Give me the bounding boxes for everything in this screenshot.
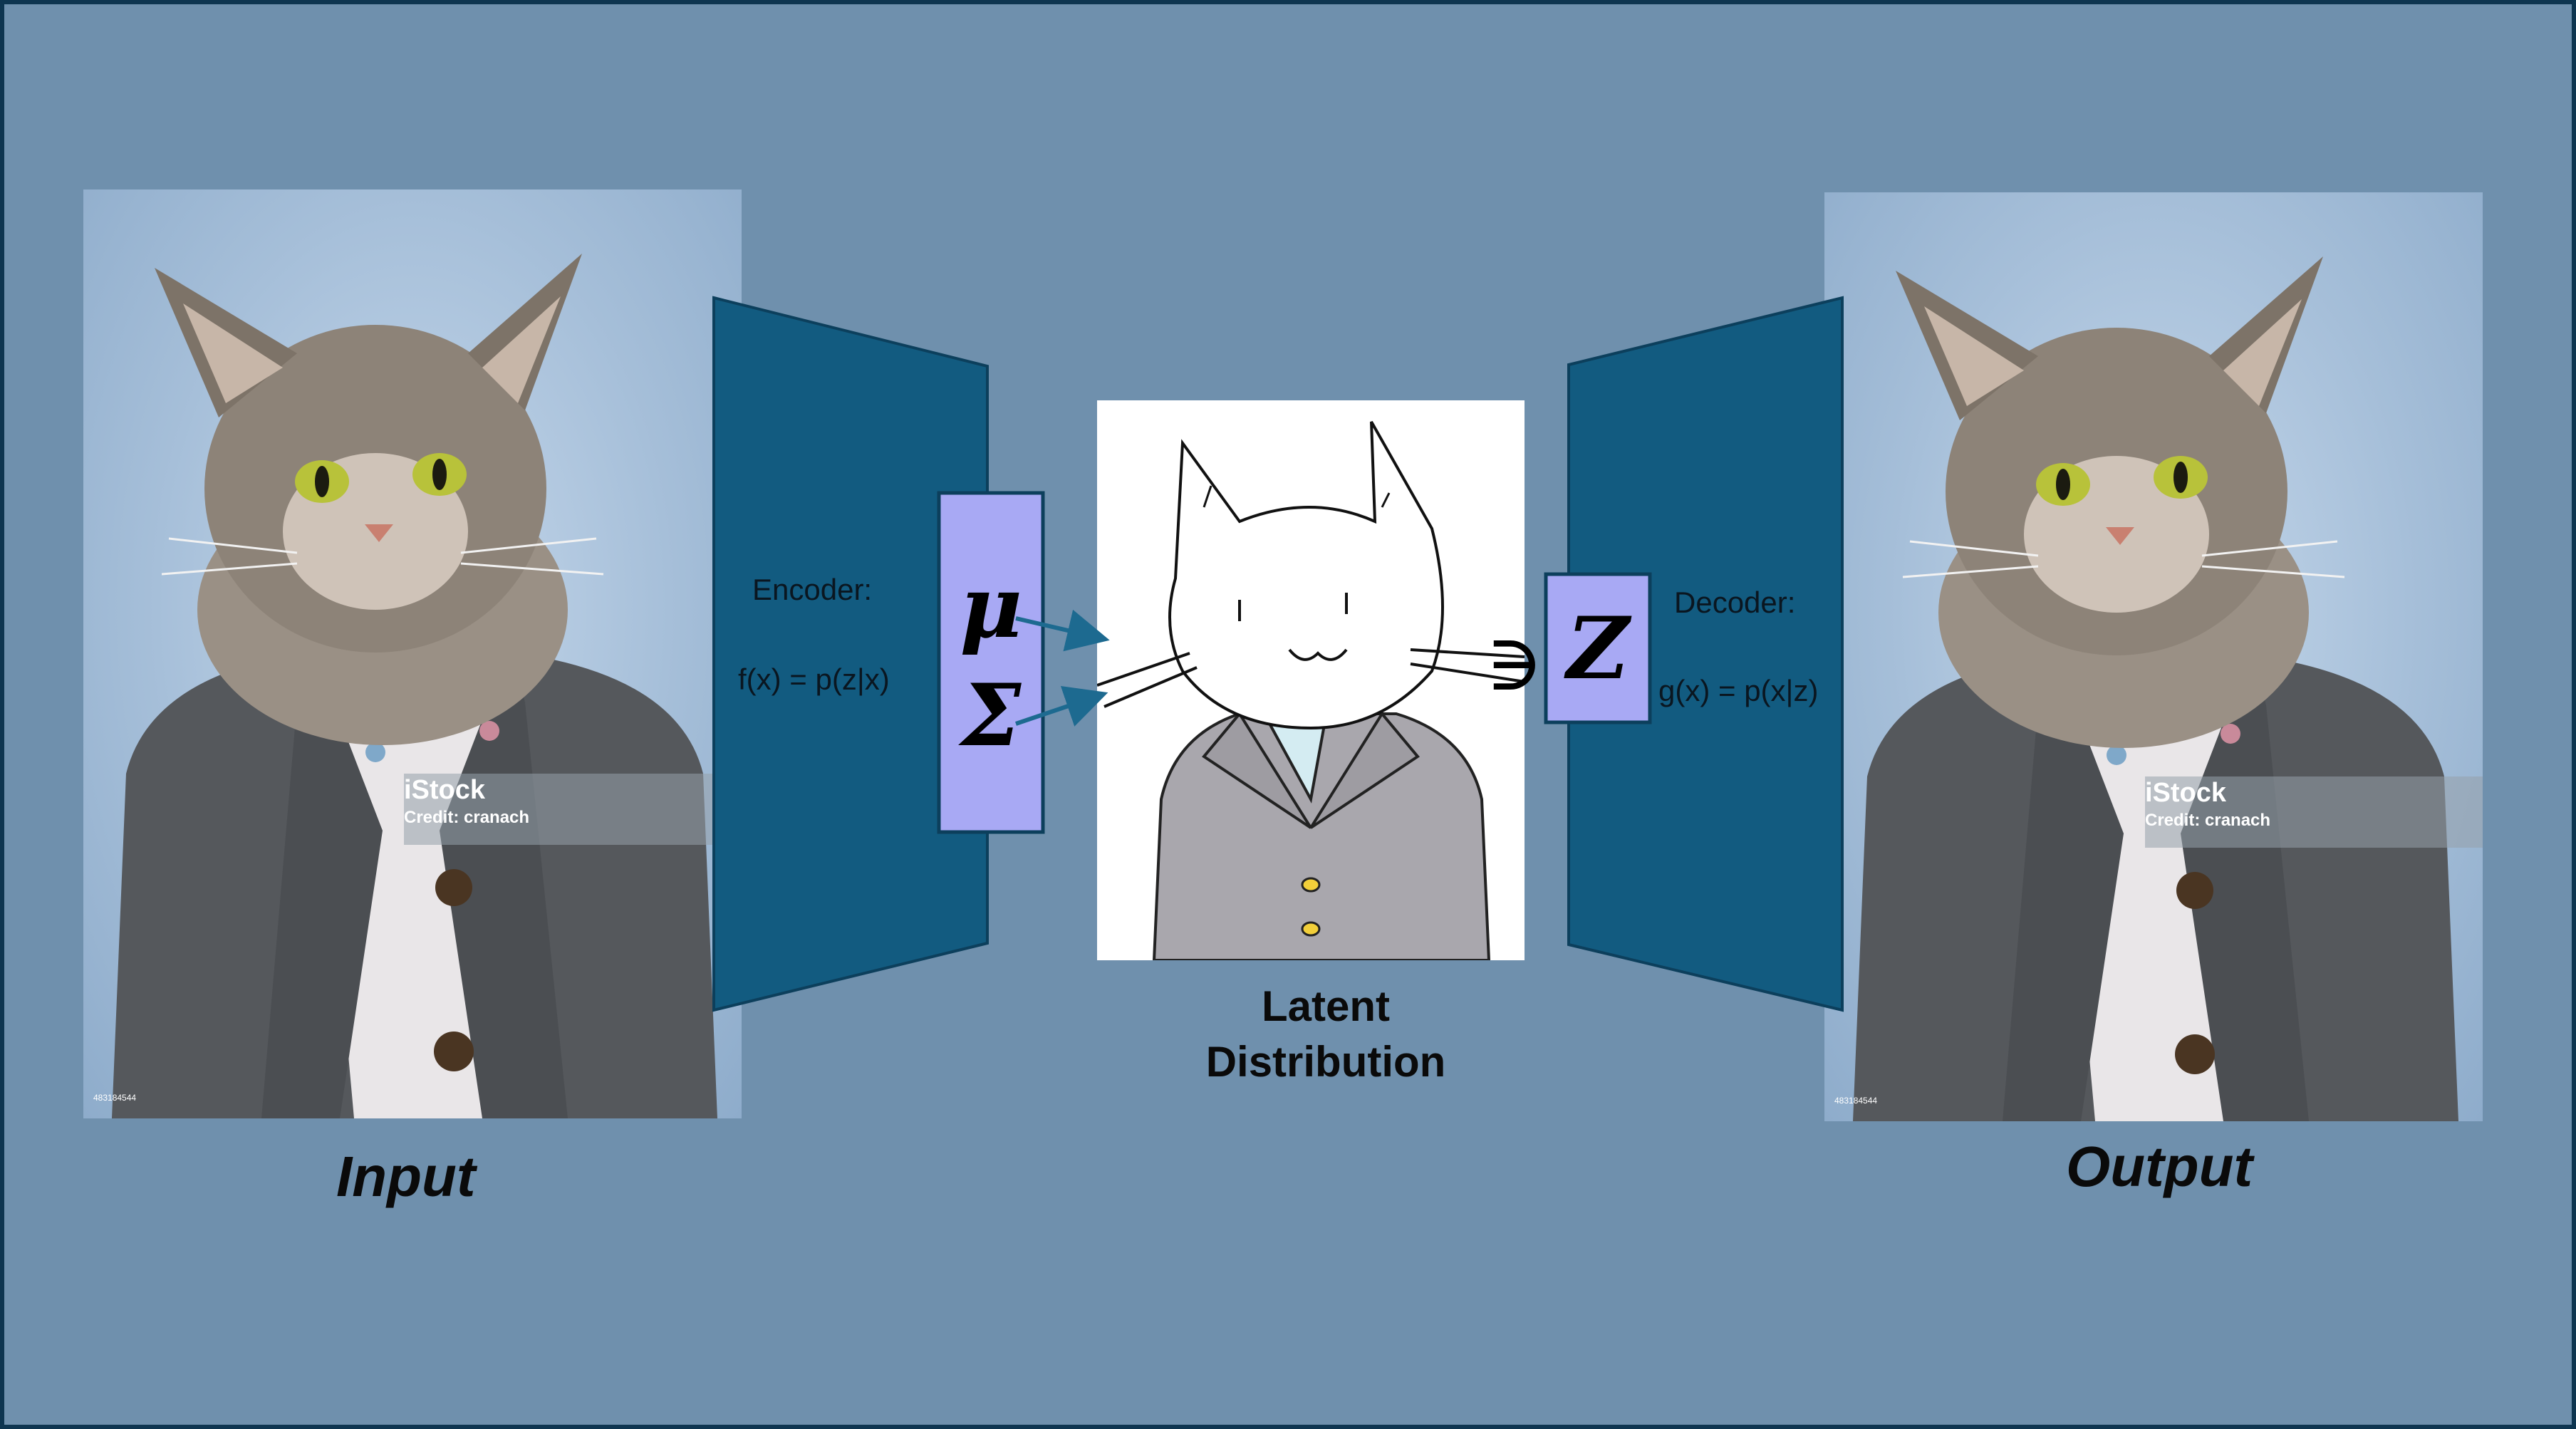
sigma-arrow-icon <box>1015 685 1108 727</box>
watermark-brand: iStock <box>2145 778 2227 808</box>
input-label: Input <box>336 1145 476 1208</box>
mu-sigma-box <box>937 491 1045 834</box>
output-label: Output <box>2066 1135 2253 1198</box>
cat-photo-illustration <box>112 254 717 1118</box>
z-box <box>1544 572 1652 724</box>
decoder-title: Decoder: <box>1674 586 1796 619</box>
vae-diagram: μ Σ Z ∋ <box>712 296 1844 1012</box>
watermark-bar <box>2145 776 2483 848</box>
mu-symbol: μ <box>960 557 1022 658</box>
watermark-image-id: 483184544 <box>93 1093 137 1103</box>
watermark-bar <box>404 774 742 845</box>
latent-cat-sketch <box>1096 400 1525 962</box>
input-cat-photo: iStock Credit: cranach 483184544 <box>83 189 742 1118</box>
cartoon-cat-sketch-icon <box>1096 421 1525 962</box>
encoder-formula: f(x) = p(z|x) <box>738 662 890 696</box>
z-symbol: Z <box>1564 598 1632 699</box>
latent-label-line2: Distribution <box>1205 1038 1446 1086</box>
encoder-block <box>712 296 989 1012</box>
watermark-credit: Credit: cranach <box>404 808 530 827</box>
decoder-block <box>1567 296 1844 1012</box>
decoder-formula: g(x) = p(x|z) <box>1658 674 1819 707</box>
watermark-brand: iStock <box>404 775 486 805</box>
latent-label-line1: Latent <box>1262 982 1390 1030</box>
latent-distribution-label: Latent Distribution <box>1116 979 1536 1090</box>
cat-photo-illustration <box>1853 256 2458 1121</box>
sigma-symbol: Σ <box>958 665 1022 766</box>
watermark-credit: Credit: cranach <box>2145 811 2271 830</box>
watermark-image-id: 483184544 <box>1834 1096 1878 1106</box>
encoder-title: Encoder: <box>752 573 873 606</box>
mu-arrow-icon <box>1015 609 1110 652</box>
element-of-symbol: ∋ <box>1485 617 1543 708</box>
output-cat-photo: iStock Credit: cranach 483184544 <box>1824 192 2483 1121</box>
